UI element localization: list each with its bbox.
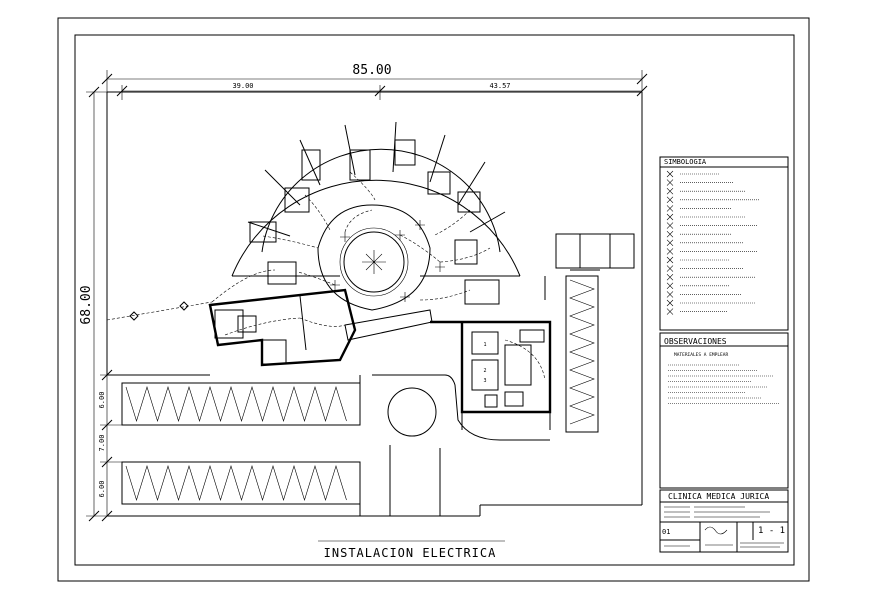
central-rotunda xyxy=(343,231,405,293)
dim-aisle: 7.00 xyxy=(98,435,106,452)
legend-symbol-icon xyxy=(666,187,674,195)
legend-symbol-icon xyxy=(666,196,674,204)
dim-right-segment: 43.57 xyxy=(489,82,510,90)
driveway xyxy=(359,269,600,516)
legend-symbol-icon xyxy=(666,265,674,272)
inner-frame xyxy=(74,34,795,566)
legend-symbol-icon xyxy=(666,179,674,186)
vertical-dimensions: 68.00 6.00 7.00 6.00 xyxy=(79,86,122,522)
legend-symbol-icon xyxy=(666,170,674,178)
legend-title: SIMBOLOGIA xyxy=(664,158,707,166)
legend-symbol-icon xyxy=(666,239,674,247)
outer-frame xyxy=(57,17,810,582)
title-block: CLINICA MEDICA JURICA 01 1 - 1 xyxy=(659,489,789,553)
building-lower-right: 1 2 3 xyxy=(430,320,552,430)
building-lower-left xyxy=(208,288,433,367)
legend-symbol-icon xyxy=(666,222,674,229)
legend-symbol-icon xyxy=(666,205,674,212)
horizontal-dimensions: 85.00 39.00 43.57 xyxy=(101,63,648,100)
building-curved-wing xyxy=(231,121,635,311)
legend-symbol-icon xyxy=(666,299,674,307)
legend-symbol-icon xyxy=(666,256,674,264)
dim-total-width: 85.00 xyxy=(352,63,391,78)
legend-symbol-icon xyxy=(666,273,674,281)
parking-upper xyxy=(121,382,361,426)
parking-vertical xyxy=(565,275,599,433)
dim-left-segment: 39.00 xyxy=(232,82,253,90)
legend-symbol-icon xyxy=(666,213,674,221)
site-outline xyxy=(106,91,643,517)
legend-symbol-icon xyxy=(666,248,674,255)
legend-symbol-icon xyxy=(666,291,674,298)
legend-symbol-icon xyxy=(666,282,674,290)
dim-parking-a: 6.00 xyxy=(98,392,106,409)
materials-heading: MATERIALES A EMPLEAR xyxy=(674,352,728,358)
sheet-scale: 1 - 1 xyxy=(758,526,785,536)
room-label-3: 3 xyxy=(483,378,486,384)
legend-symbol-icon xyxy=(666,230,674,238)
electrical-wiring xyxy=(106,171,546,381)
legend-symbol-icon xyxy=(666,308,674,315)
dim-parking-b: 6.00 xyxy=(98,481,106,498)
project-name: CLINICA MEDICA JURICA xyxy=(668,492,769,501)
drawing-title: INSTALACION ELECTRICA xyxy=(324,546,497,560)
parking-lower xyxy=(121,461,361,505)
sheet-number: 01 xyxy=(662,528,670,536)
room-label-2: 2 xyxy=(483,368,486,374)
dim-total-height: 68.00 xyxy=(79,285,94,324)
room-label-1: 1 xyxy=(483,342,486,348)
observations-title: OBSERVACIONES xyxy=(664,337,727,346)
roundabout xyxy=(387,387,437,437)
legend-panel: SIMBOLOGIA xyxy=(659,156,789,331)
observations-panel: OBSERVACIONES MATERIALES A EMPLEAR xyxy=(659,332,789,489)
